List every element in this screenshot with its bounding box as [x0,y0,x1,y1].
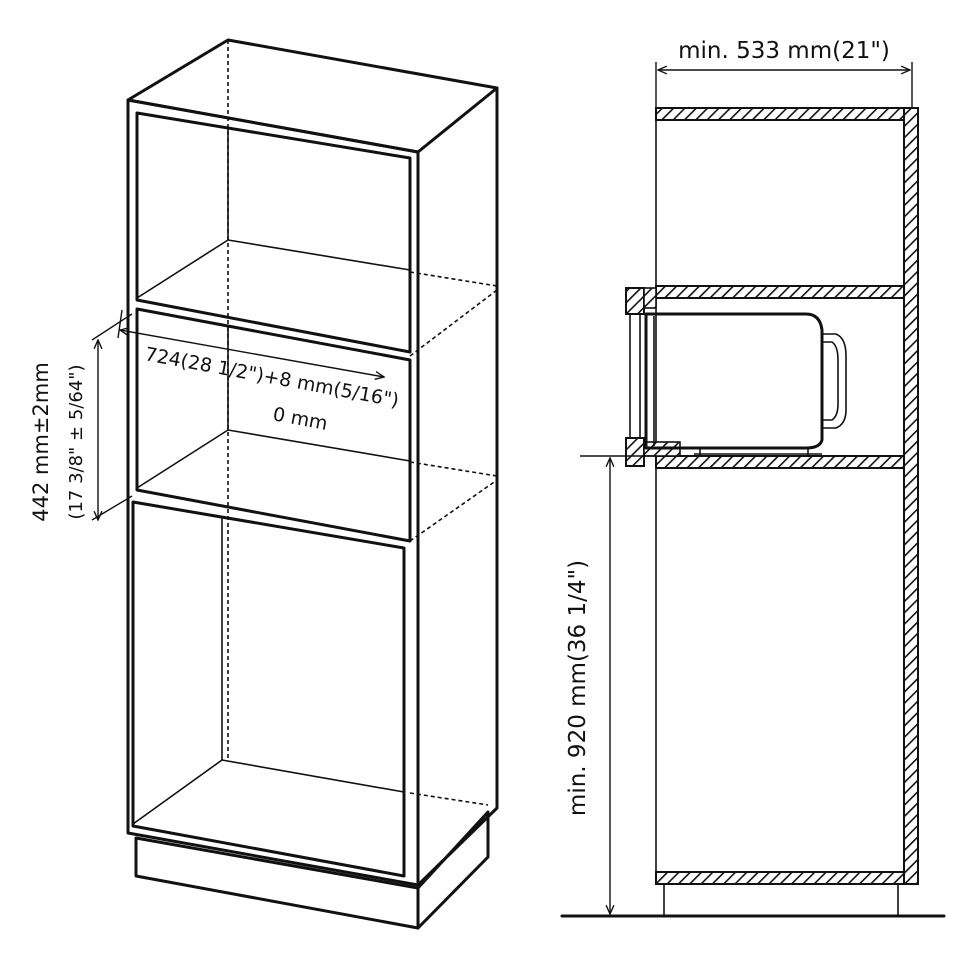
hatched-back-wall [903,107,919,885]
width-label-line2: 0 mm [271,403,329,435]
hatched-shelves [655,107,907,885]
front-cabinet-view: 724(28 1/2")+8 mm(5/16") 0 mm 442 mm±2mm… [29,38,499,930]
floor-height-dimension: min. 920 mm(36 1/4") [565,455,656,914]
cabinet-outline [126,38,499,930]
hidden-edges [227,40,498,806]
microwave-unit [644,312,847,456]
height-label-line2: (17 3/8" ± 5/64") [66,364,87,519]
upper-compartment [135,111,412,354]
floor-height-label: min. 920 mm(36 1/4") [565,560,591,816]
height-label-line1: 442 mm±2mm [29,362,53,522]
width-dimension: 724(28 1/2")+8 mm(5/16") 0 mm [117,309,401,435]
width-label-line1: 724(28 1/2")+8 mm(5/16") [143,343,401,412]
lower-compartment [131,500,406,878]
depth-dimension: min. 533 mm(21") [655,38,913,112]
depth-label: min. 533 mm(21") [678,38,890,64]
height-dimension: 442 mm±2mm (17 3/8" ± 5/64") [29,313,133,522]
side-section-view: min. 533 mm(21") [560,38,946,918]
cabinet-legs [663,884,899,916]
